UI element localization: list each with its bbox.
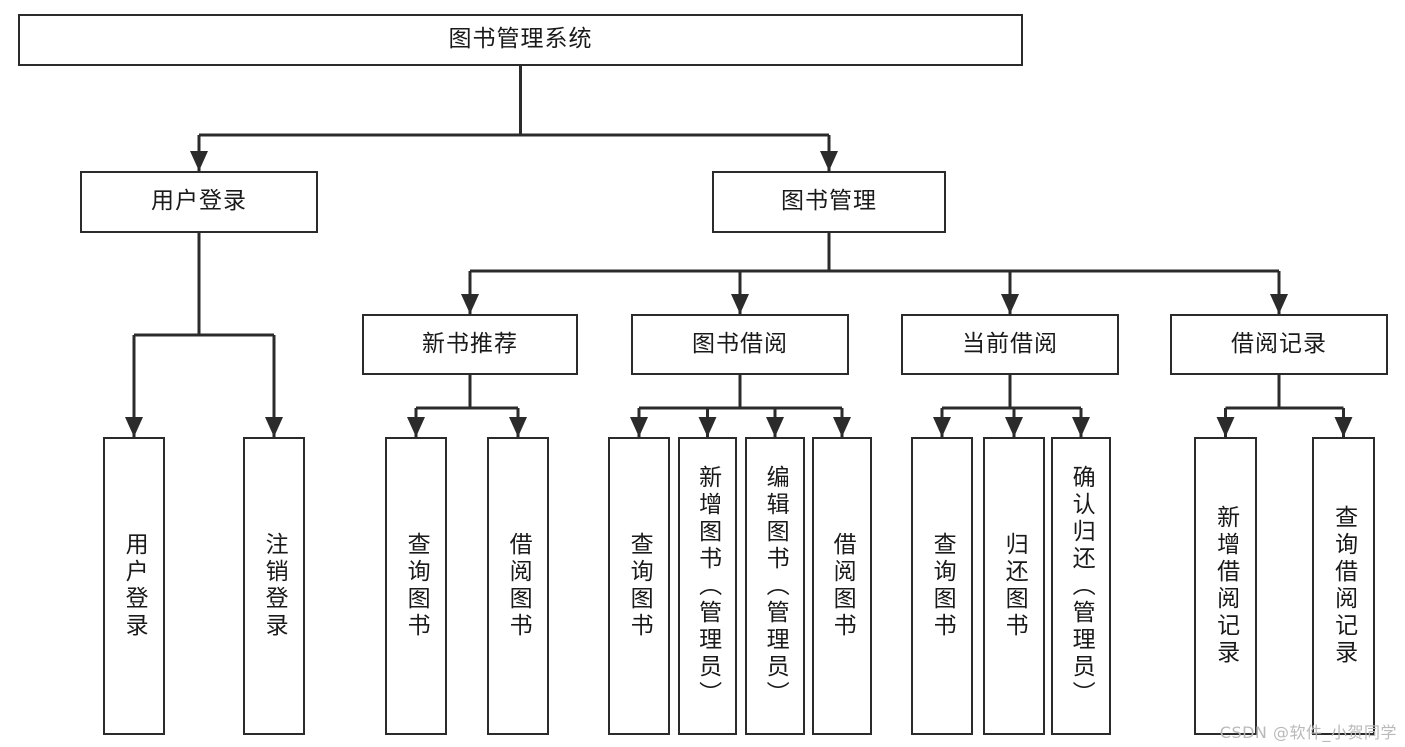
node-l-query3[interactable]: 查询图书 <box>911 437 973 735</box>
node-l-add[interactable]: 新增图书（管理员） <box>678 437 737 735</box>
node-login[interactable]: 用户登录 <box>80 171 318 233</box>
arrowhead-newbook <box>461 294 479 314</box>
arrowhead-bookmgr <box>820 151 838 171</box>
node-label: 借阅记录 <box>1231 330 1327 357</box>
node-l-edit[interactable]: 编辑图书（管理员） <box>745 437 805 735</box>
node-current[interactable]: 当前借阅 <box>901 314 1119 375</box>
node-label: 查询图书 <box>929 532 956 640</box>
arrowhead-l-logout <box>265 417 283 437</box>
arrowhead-l-login <box>125 417 143 437</box>
node-label: 新增图书（管理员） <box>694 464 721 708</box>
node-label: 图书管理系统 <box>448 26 593 53</box>
node-l-login[interactable]: 用户登录 <box>103 437 165 735</box>
arrowhead-l-query2 <box>630 417 648 437</box>
arrowhead-l-borrow2 <box>833 417 851 437</box>
arrowhead-current <box>1001 294 1019 314</box>
node-l-return[interactable]: 归还图书 <box>983 437 1045 735</box>
arrowhead-l-borrow1 <box>509 417 527 437</box>
node-label: 当前借阅 <box>962 330 1058 357</box>
arrowhead-l-query3 <box>933 417 951 437</box>
node-records[interactable]: 借阅记录 <box>1170 314 1388 375</box>
node-l-query1[interactable]: 查询图书 <box>385 437 447 735</box>
node-label: 查询图书 <box>626 532 653 640</box>
node-label: 查询借阅记录 <box>1330 505 1357 667</box>
node-label: 借阅图书 <box>505 532 532 640</box>
arrowhead-l-query1 <box>407 417 425 437</box>
arrowhead-borrow <box>731 294 749 314</box>
node-label: 查询图书 <box>403 532 430 640</box>
node-label: 用户登录 <box>151 188 247 215</box>
node-label: 注销登录 <box>261 532 288 640</box>
arrowhead-l-add <box>698 417 717 437</box>
arrowhead-records <box>1270 294 1288 314</box>
node-borrow[interactable]: 图书借阅 <box>631 314 849 375</box>
node-label: 图书管理 <box>781 188 877 215</box>
node-label: 图书借阅 <box>692 330 788 357</box>
arrowhead-l-return <box>1005 417 1023 437</box>
node-label: 编辑图书（管理员） <box>762 464 789 708</box>
node-root[interactable]: 图书管理系统 <box>18 14 1023 66</box>
node-l-confirm[interactable]: 确认归还（管理员） <box>1051 437 1111 735</box>
node-l-queryrec[interactable]: 查询借阅记录 <box>1312 437 1375 735</box>
node-label: 借阅图书 <box>829 532 856 640</box>
node-label: 新增借阅记录 <box>1212 505 1239 667</box>
node-bookmgr[interactable]: 图书管理 <box>712 171 946 233</box>
node-l-query2[interactable]: 查询图书 <box>608 437 670 735</box>
node-newbook[interactable]: 新书推荐 <box>362 314 578 375</box>
node-label: 确认归还（管理员） <box>1068 464 1095 708</box>
arrowhead-l-queryrec <box>1334 417 1353 437</box>
node-label: 用户登录 <box>121 532 148 640</box>
node-label: 归还图书 <box>1001 532 1028 640</box>
arrowhead-login <box>190 151 208 171</box>
node-label: 新书推荐 <box>422 330 518 357</box>
node-l-borrow2[interactable]: 借阅图书 <box>812 437 872 735</box>
node-l-borrow1[interactable]: 借阅图书 <box>487 437 549 735</box>
arrowhead-l-confirm <box>1072 417 1090 437</box>
arrowhead-l-addrec <box>1216 417 1235 437</box>
node-l-addrec[interactable]: 新增借阅记录 <box>1194 437 1257 735</box>
node-l-logout[interactable]: 注销登录 <box>243 437 305 735</box>
arrowhead-l-edit <box>766 417 784 437</box>
